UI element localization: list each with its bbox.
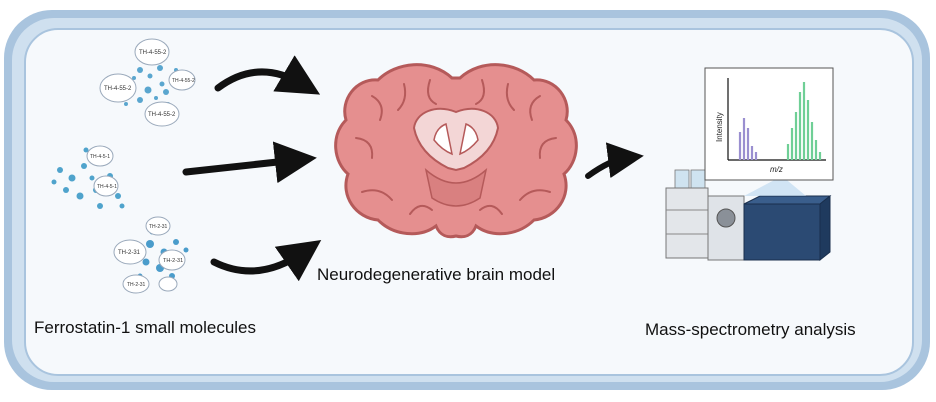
arrow-top bbox=[214, 55, 321, 95]
spectrum-x-label: m/z bbox=[770, 165, 783, 174]
molecule-label: TH-2-31 bbox=[127, 282, 146, 288]
molecule-label: TH-2-31 bbox=[149, 224, 168, 230]
molecule-label: TH-2-31 bbox=[118, 250, 141, 256]
molecule-cluster-1: TH-4-55-2 TH-4-55-2 TH-4-55-2 TH-4-55-2 bbox=[99, 38, 196, 127]
peaks-purple bbox=[738, 118, 758, 160]
molecule-label: TH-4-55-2 bbox=[139, 50, 167, 56]
mass-spec-label: Mass-spectrometry analysis bbox=[645, 320, 856, 339]
mass-spectrum-chart: Intensity m/z bbox=[704, 67, 834, 181]
molecule-label: TH-4-55-2 bbox=[148, 112, 176, 118]
molecule-label: TH-4-55-2 bbox=[172, 78, 195, 84]
peaks-green bbox=[786, 82, 822, 160]
mass-spectrometer-illustration bbox=[665, 169, 832, 262]
brain-model-label: Neurodegenerative brain model bbox=[317, 265, 556, 284]
molecule-label: TH-4-5-1 bbox=[97, 184, 117, 190]
ferrostatin-label: Ferrostatin-1 small molecules bbox=[34, 318, 257, 337]
molecule-label: TH-2-31 bbox=[163, 258, 183, 264]
molecule-label: TH-4-55-2 bbox=[104, 86, 132, 92]
molecule-cluster-2: TH-4-5-1 TH-4-5-1 bbox=[51, 145, 125, 209]
arrow-to-ms bbox=[585, 142, 644, 179]
arrow-middle bbox=[182, 141, 317, 184]
brain-section-illustration bbox=[334, 63, 578, 239]
molecule-label: TH-4-5-1 bbox=[90, 154, 110, 160]
arrow-bottom bbox=[210, 240, 322, 282]
molecule-cluster-3: TH-2-31 TH-2-31 TH-2-31 TH-2-31 bbox=[113, 216, 189, 294]
spectrum-y-label: Intensity bbox=[715, 112, 724, 142]
